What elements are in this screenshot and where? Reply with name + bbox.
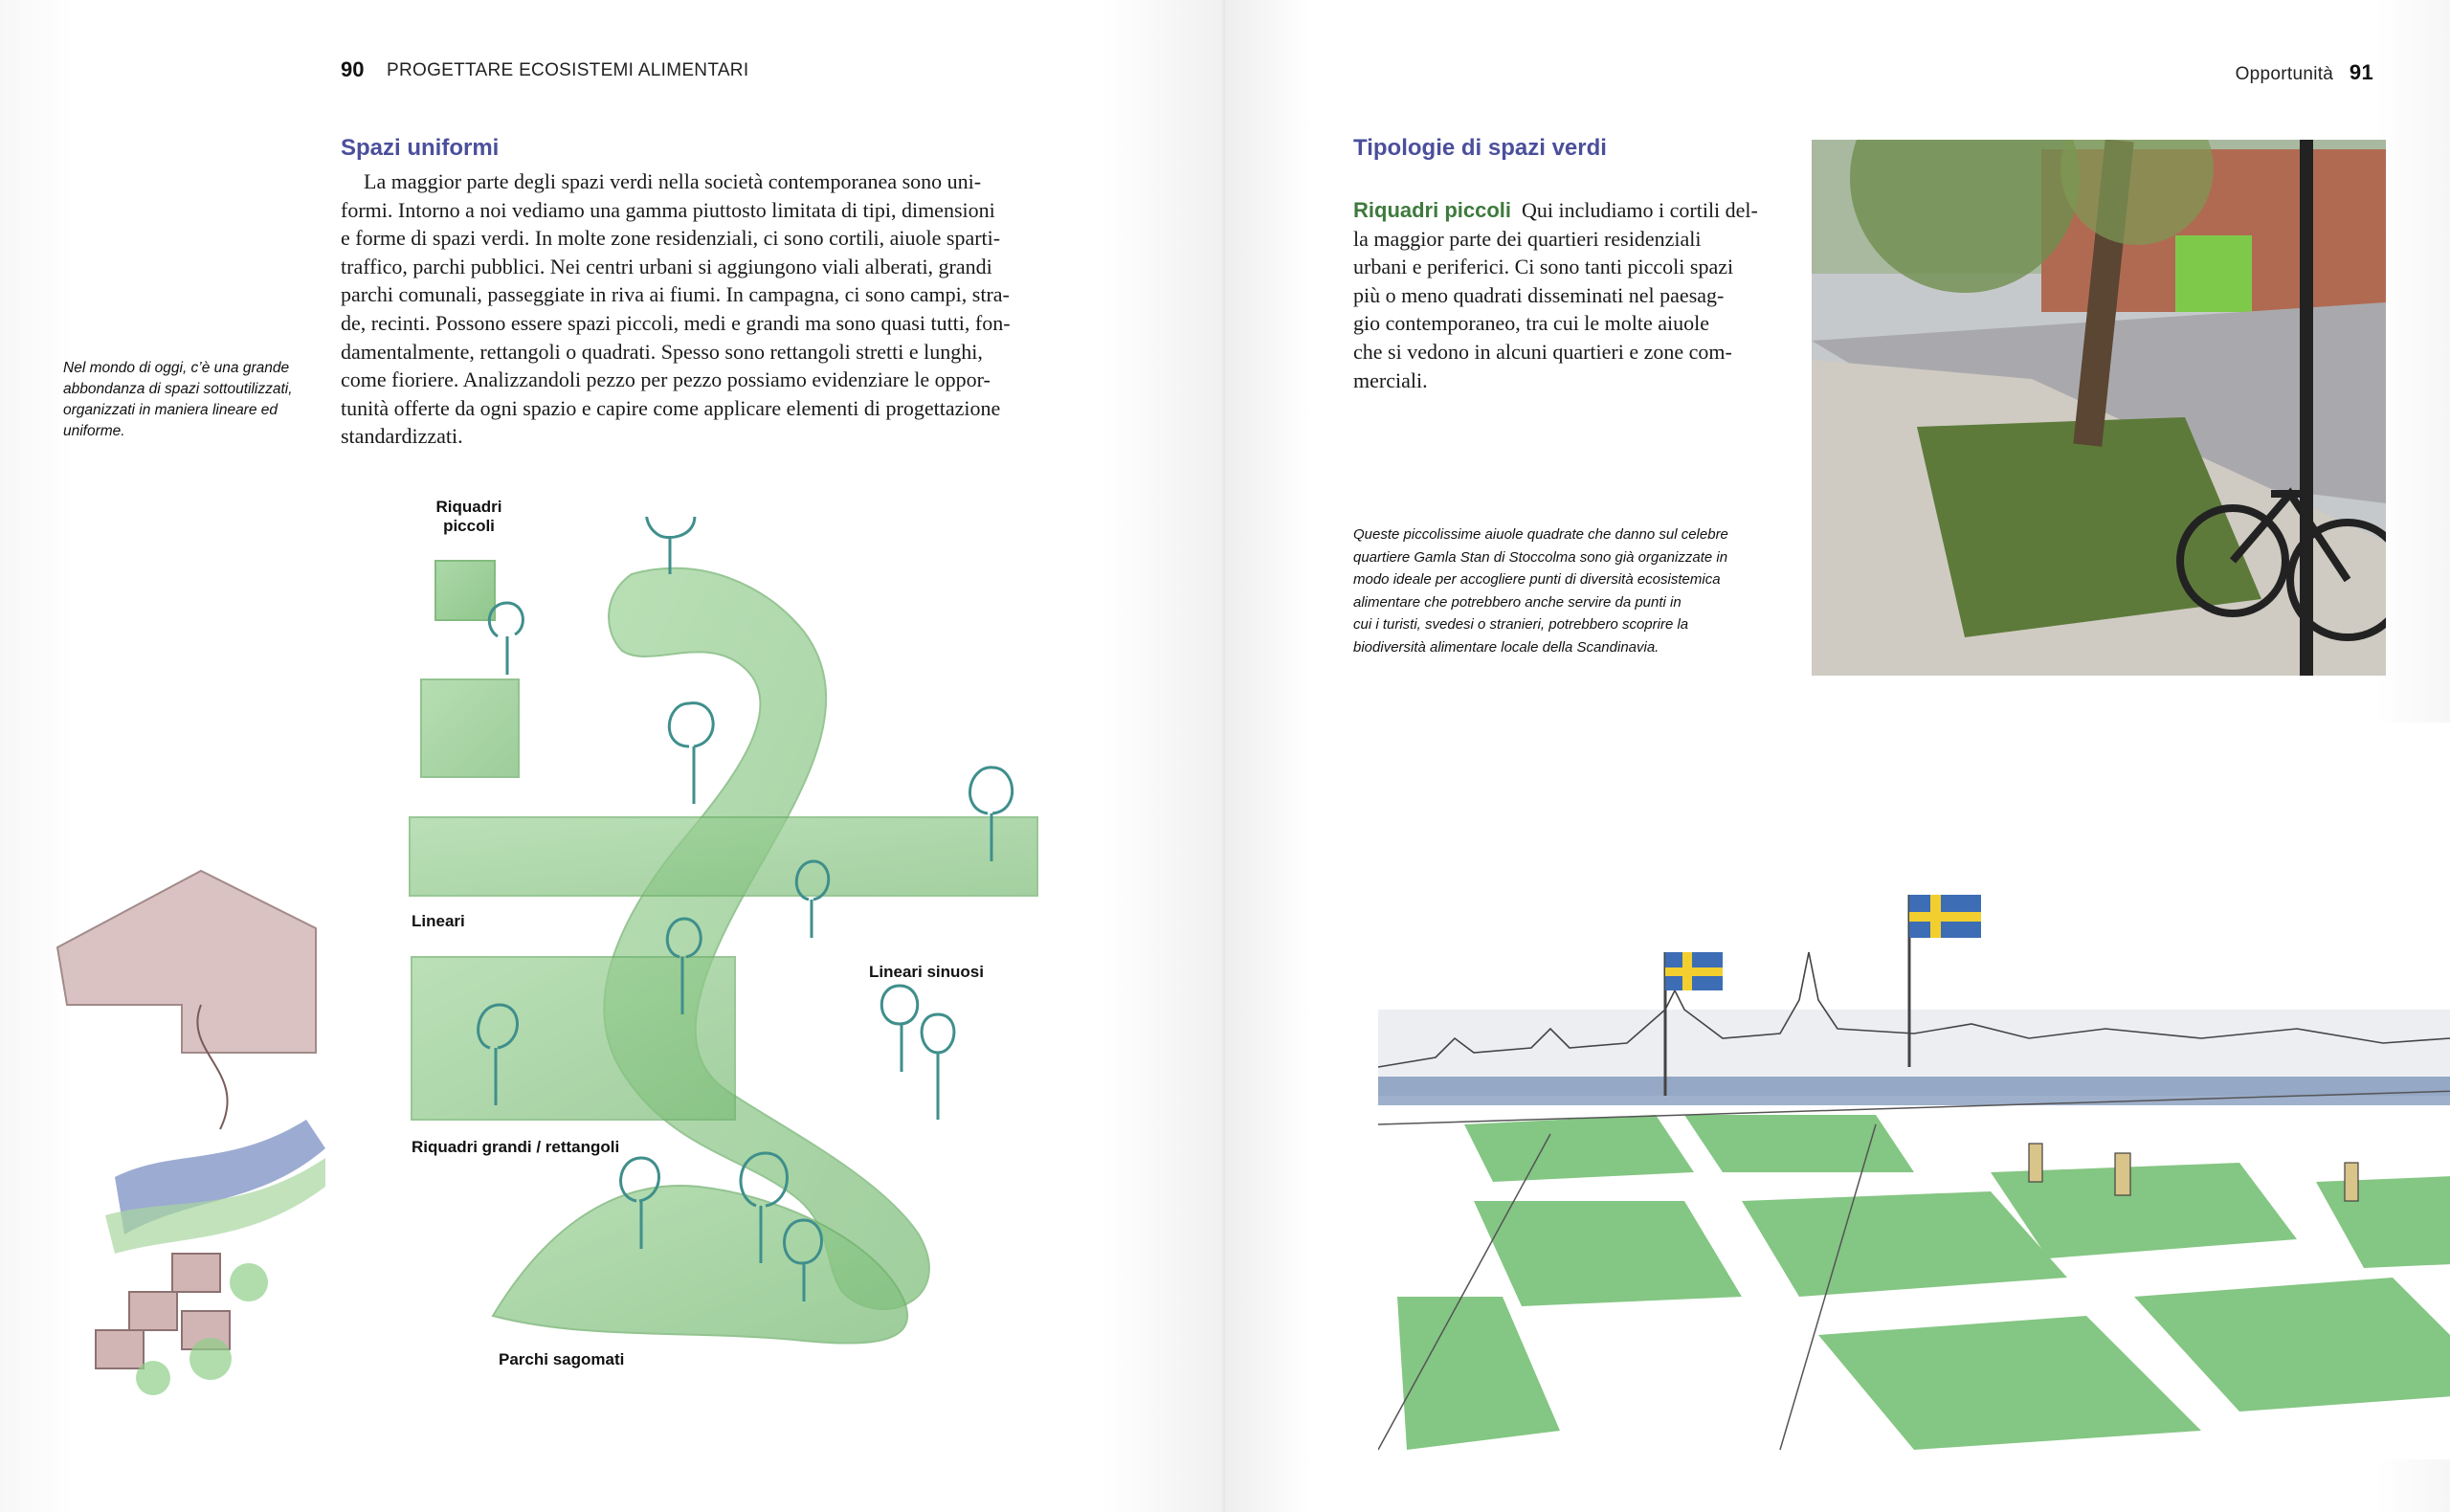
water — [1378, 1077, 2450, 1105]
body-line: de, recinti. Possono essere spazi piccol… — [341, 310, 1011, 335]
sign-pole — [2300, 140, 2313, 676]
stockholm-watercolor — [1378, 723, 2450, 1459]
body-line: damentalmente, rettangoli o quadrati. Sp… — [341, 339, 983, 364]
lead-in: Riquadri piccoli — [1353, 198, 1512, 222]
running-head-left: PROGETTARE ECOSISTEMI ALIMENTARI — [387, 60, 749, 80]
body-line: formi. Intorno a noi vediamo una gamma p… — [341, 197, 995, 222]
body-paragraph-left: La maggior parte degli spazi verdi nella… — [341, 167, 1097, 451]
green-spaces-diagram — [409, 517, 1038, 1345]
side-caption-left: Nel mondo di oggi, c’è una grande abbond… — [63, 360, 293, 439]
flag-left — [1663, 952, 1723, 1096]
foliage — [1850, 140, 2080, 293]
lawn-squares — [1397, 1115, 2450, 1450]
flag-right — [1907, 895, 1981, 1067]
house-block — [56, 869, 317, 1054]
body-line: come fioriere. Analizzandoli pezzo per p… — [341, 367, 991, 392]
river-bank — [105, 1158, 325, 1254]
body-line: La maggior parte degli spazi verdi nella… — [364, 169, 982, 193]
right-page: Opportunità 91 Tipologie di spazi verdi … — [1225, 0, 2450, 1512]
small-square-1 — [434, 560, 496, 621]
tourist-figures — [2028, 1143, 2359, 1202]
page-number-left: 90 — [341, 57, 365, 81]
running-head-right: Opportunità 91 — [2235, 60, 2373, 84]
street-photo — [1812, 140, 2386, 676]
label-small-squares: Riquadri piccoli — [435, 498, 502, 535]
photo-caption: Queste piccolissime aiuole quadrate che … — [1353, 526, 1728, 656]
body-paragraph-right: Riquadri piccoli Qui includiamo i cortil… — [1353, 198, 1758, 392]
tree-doodles — [477, 517, 1014, 1301]
shaped-park — [491, 1185, 909, 1345]
paving-lines — [1378, 1090, 2450, 1451]
body-line: e forme di spazi verdi. In molte zone re… — [341, 226, 1001, 251]
section-title-right: Tipologie di spazi verdi — [1353, 135, 1607, 161]
sketch-trees — [136, 1263, 268, 1395]
body-line: tunità offerte da ogni spazio e capire c… — [341, 395, 1001, 420]
landscape-sketch — [56, 869, 325, 1395]
green-shopfront — [2175, 235, 2252, 312]
linear-strip — [409, 816, 1038, 897]
label-parks: Parchi sagomati — [499, 1350, 625, 1368]
section-title-left: Spazi uniformi — [341, 135, 500, 161]
label-sinuous: Lineari sinuosi — [869, 963, 984, 981]
page-number-right: 91 — [2349, 60, 2373, 84]
bicycle — [2176, 487, 2386, 641]
left-page: 90 PROGETTARE ECOSISTEMI ALIMENTARI Spaz… — [0, 0, 1225, 1512]
label-linear: Lineari — [412, 912, 465, 930]
body-line: traffico, parchi pubblici. Nei centri ur… — [341, 254, 992, 278]
body-line: parchi comunali, passeggiate in riva ai … — [341, 282, 1010, 307]
label-large: Riquadri grandi / rettangoli — [412, 1138, 620, 1156]
small-square-2 — [420, 678, 520, 778]
small-houses — [95, 1253, 231, 1369]
body-line: standardizzati. — [341, 424, 463, 449]
large-rectangle — [411, 956, 736, 1121]
city-skyline — [1378, 951, 2450, 1068]
tree-pit — [1917, 417, 2261, 637]
path-curve — [196, 1004, 229, 1130]
